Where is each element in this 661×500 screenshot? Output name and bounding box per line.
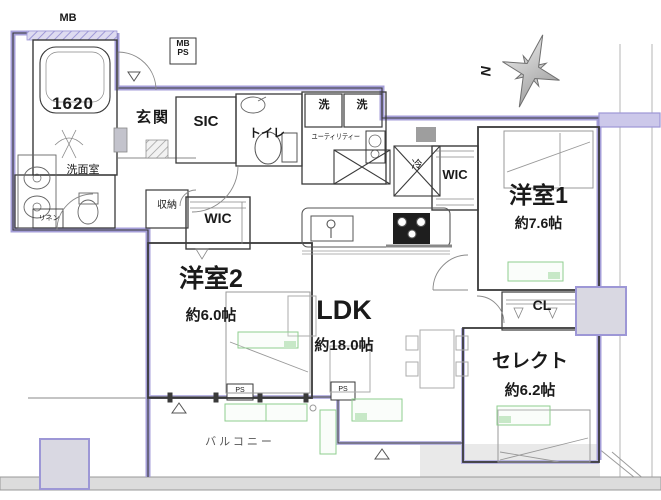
meter-box-label: MB [59,12,77,24]
select-name-label: セレクト [491,351,568,372]
pipe-space-boxes [226,381,356,401]
compass-icon [502,34,560,108]
entrance-area [113,37,303,167]
washer-right-label: 洗 [356,99,368,111]
wic-left-label: WIC [204,210,232,226]
balcony-label: バルコニー [205,436,275,448]
bottom-walkway-band [0,476,661,491]
furniture-annotations [224,261,564,455]
bedroom1-area [477,126,600,331]
refrigerator-label: 冷 [411,159,423,171]
mb-line: MB [176,38,190,48]
ldk-size-label: 約18.0帖 [314,337,374,354]
ldk-name-label: LDK [316,295,372,325]
entrance-label: 玄関 [135,109,170,126]
bedroom2-name-label: 洋室2 [179,265,243,293]
washer-left-label: 洗 [318,99,330,111]
select-room-area [462,327,600,463]
bedroom2-area [145,189,313,399]
washroom-fixtures [14,154,116,229]
door-arcs [56,51,505,324]
ldk-furniture [287,295,469,393]
meter-pipe-space-label: MB PS [170,39,196,57]
plan-markers [127,71,390,460]
compass-north-label: N [477,66,494,77]
kitchen [301,207,452,255]
washroom-label: 洗面室 [66,164,100,176]
bedroom1-size-label: 約7.6帖 [514,215,563,231]
pipe-space-right-label: PS [338,386,348,393]
bathroom-size-label: 1620 [52,94,94,113]
storage-label: 収納 [157,200,177,211]
pillars [39,286,627,490]
shoe-closet-label: SIC [193,113,219,130]
linen-label: リネン [38,215,60,222]
pipe-space-left-label: PS [235,387,245,394]
toilet-label: トイレ [248,126,285,140]
ps-line: PS [177,46,189,57]
bedroom2-size-label: 約6.0帖 [185,307,237,324]
bedroom1-name-label: 洋室1 [509,182,568,208]
wic-right-label: WIC [442,167,468,182]
utility-label: ユーティリティー [311,132,361,141]
closet-label: CL [532,297,552,313]
select-size-label: 約6.2帖 [504,382,556,399]
utility-area [301,91,387,185]
